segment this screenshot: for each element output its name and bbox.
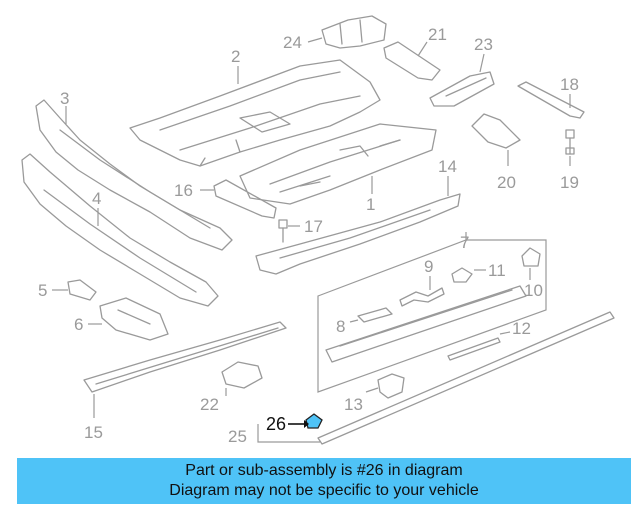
part-18-bar [517,81,585,119]
part-20-bracket [471,113,521,149]
part-11-bracket [451,267,473,283]
callout-15: 15 [84,423,103,442]
caption-line-1: Part or sub-assembly is #26 in diagram [185,462,463,479]
part-24-bracket [321,15,387,49]
part-14-rocker [255,193,461,275]
callout-22: 22 [200,395,219,414]
part-15-sill [83,321,287,393]
leader-12 [499,331,511,335]
leader-25 [257,424,320,443]
callout-7: 7 [460,233,469,252]
part-12-strip [447,337,501,361]
arrow-icon [304,420,309,428]
part-7-group [317,239,547,393]
leader-23 [479,53,485,73]
leader-13 [365,387,379,393]
part-13-bracket [377,373,405,399]
callout-19: 19 [560,173,579,192]
part-23-bracket [429,71,495,107]
part-8-bracket [357,307,393,323]
part-5-bracket [67,279,97,301]
callout-6: 6 [74,315,83,334]
callout-10: 10 [524,281,543,300]
leader-24 [307,37,323,43]
callout-18: 18 [560,75,579,94]
callout-2: 2 [231,47,240,66]
part-1-floor-panel [239,123,437,205]
part-17-bolt [278,219,288,243]
callout-16: 16 [174,181,193,200]
part-19-bolt [565,129,575,155]
part-3-side-rail [35,99,233,251]
part-9-bracket [399,287,445,307]
callout-5: 5 [38,281,47,300]
callout-9: 9 [424,257,433,276]
callout-11: 11 [488,261,506,280]
part-10-bracket [521,247,541,267]
part-6-bracket [99,297,169,341]
callout-8: 8 [336,317,345,336]
callout-12: 12 [512,319,531,338]
caption-line-2: Diagram may not be specific to your vehi… [169,482,479,499]
part-2-floor-pan [129,59,381,167]
callout-14: 14 [438,157,457,176]
callout-13: 13 [344,395,363,414]
callout-17: 17 [304,217,323,236]
leader-21 [417,41,428,57]
callout-20: 20 [497,173,516,192]
callout-23: 23 [474,35,493,54]
callout-25: 25 [228,427,247,446]
part-16-rail [213,179,277,219]
callout-1: 1 [366,195,375,214]
part-4-lower-rail [21,153,219,307]
part-25-strip [317,311,615,445]
part-26-clip [305,413,323,429]
callout-3: 3 [60,89,69,108]
callout-26: 26 [266,414,286,434]
leader-8 [349,319,359,323]
callout-4: 4 [92,189,101,208]
callout-24: 24 [283,33,302,52]
callout-21: 21 [428,25,447,44]
caption-banner: Part or sub-assembly is #26 in diagram D… [17,458,631,504]
part-22-bracket [221,361,263,389]
part-21-rail [383,41,441,81]
